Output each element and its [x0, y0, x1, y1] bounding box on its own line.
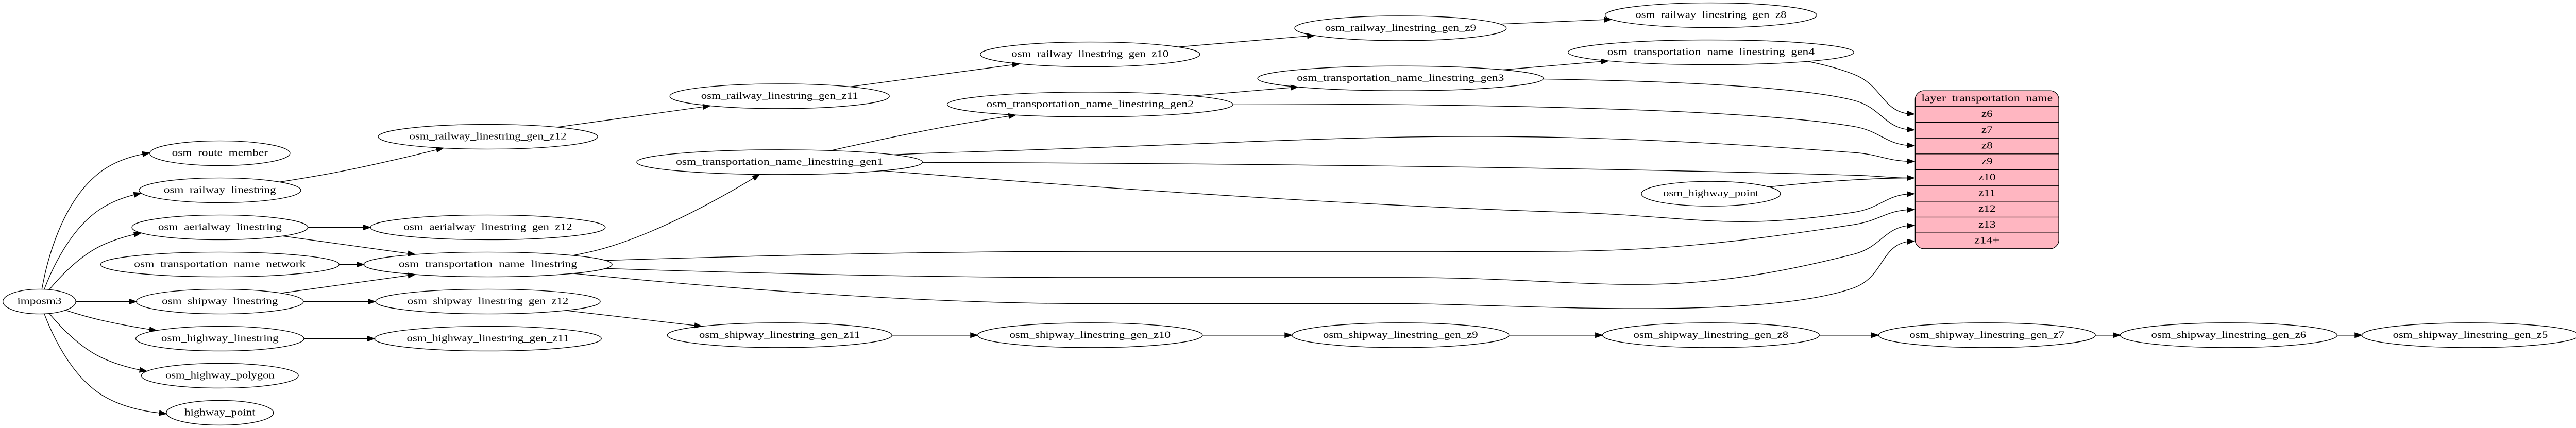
svg-text:osm_shipway_linestring_gen_z6: osm_shipway_linestring_gen_z6	[2151, 330, 2307, 340]
svg-text:osm_shipway_linestring_gen_z12: osm_shipway_linestring_gen_z12	[408, 296, 569, 306]
svg-text:osm_shipway_linestring_gen_z7: osm_shipway_linestring_gen_z7	[1909, 330, 2064, 340]
svg-text:z9: z9	[1981, 156, 1993, 167]
svg-text:osm_shipway_linestring_gen_z8: osm_shipway_linestring_gen_z8	[1634, 330, 1789, 340]
svg-text:osm_railway_linestring_gen_z9: osm_railway_linestring_gen_z9	[1325, 23, 1476, 33]
svg-text:osm_railway_linestring_gen_z10: osm_railway_linestring_gen_z10	[1011, 48, 1168, 59]
svg-text:z7: z7	[1981, 125, 1993, 135]
svg-text:osm_railway_linestring_gen_z8: osm_railway_linestring_gen_z8	[1635, 9, 1786, 20]
svg-text:osm_transportation_name_linest: osm_transportation_name_linestring_gen1	[676, 157, 883, 167]
svg-text:osm_railway_linestring_gen_z11: osm_railway_linestring_gen_z11	[701, 91, 858, 101]
svg-text:osm_shipway_linestring: osm_shipway_linestring	[162, 296, 278, 306]
svg-text:z10: z10	[1978, 172, 1996, 183]
svg-text:osm_route_member: osm_route_member	[172, 147, 268, 158]
svg-text:osm_aerialway_linestring: osm_aerialway_linestring	[158, 221, 282, 232]
svg-text:osm_transportation_name_networ: osm_transportation_name_network	[134, 259, 306, 269]
svg-text:osm_transportation_name_linest: osm_transportation_name_linestring_gen3	[1297, 73, 1504, 83]
svg-text:z8: z8	[1981, 140, 1993, 151]
svg-text:osm_shipway_linestring_gen_z11: osm_shipway_linestring_gen_z11	[699, 330, 860, 340]
svg-text:osm_shipway_linestring_gen_z10: osm_shipway_linestring_gen_z10	[1009, 330, 1171, 340]
svg-text:osm_highway_linestring: osm_highway_linestring	[161, 333, 279, 344]
svg-text:z13: z13	[1978, 219, 1996, 230]
svg-text:osm_aerialway_linestring_gen_z: osm_aerialway_linestring_gen_z12	[403, 221, 572, 232]
svg-text:osm_shipway_linestring_gen_z9: osm_shipway_linestring_gen_z9	[1323, 330, 1478, 340]
svg-text:z12: z12	[1978, 203, 1996, 214]
svg-text:imposm3: imposm3	[17, 296, 61, 306]
svg-text:osm_transportation_name_linest: osm_transportation_name_linestring	[399, 259, 577, 269]
svg-text:osm_railway_linestring: osm_railway_linestring	[164, 184, 276, 195]
svg-text:osm_transportation_name_linest: osm_transportation_name_linestring_gen4	[1607, 46, 1815, 57]
svg-text:z6: z6	[1981, 109, 1993, 119]
svg-text:osm_shipway_linestring_gen_z5: osm_shipway_linestring_gen_z5	[2393, 330, 2548, 340]
svg-text:layer_transportation_name: layer_transportation_name	[1921, 93, 2053, 104]
svg-text:z11: z11	[1978, 187, 1996, 198]
svg-text:osm_railway_linestring_gen_z12: osm_railway_linestring_gen_z12	[410, 131, 567, 142]
svg-text:osm_highway_point: osm_highway_point	[1663, 188, 1759, 199]
svg-text:osm_transportation_name_linest: osm_transportation_name_linestring_gen2	[987, 99, 1194, 110]
svg-text:osm_highway_polygon: osm_highway_polygon	[165, 370, 275, 381]
svg-text:highway_point: highway_point	[184, 407, 256, 418]
svg-text:osm_highway_linestring_gen_z11: osm_highway_linestring_gen_z11	[407, 333, 569, 344]
svg-text:z14+: z14+	[1974, 235, 1999, 246]
